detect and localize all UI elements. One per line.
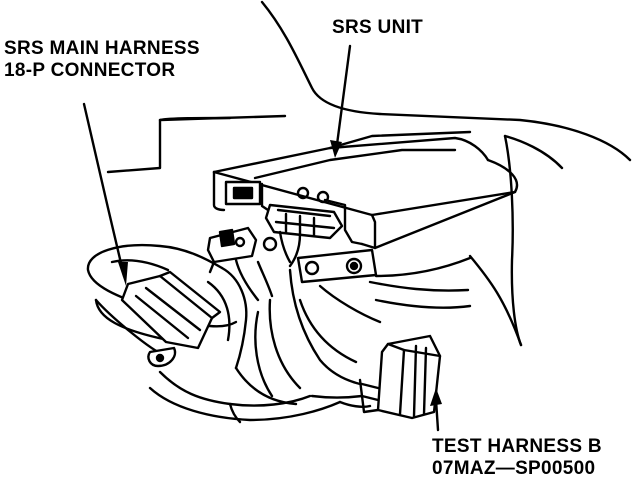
wiring-harness [86, 244, 472, 424]
bracket-connector [206, 226, 258, 274]
arrow-to-test-harness [430, 388, 442, 406]
arrow-to-main-harness [118, 262, 128, 286]
label-line: 07MAZ—SP00500 [432, 458, 596, 479]
label-line: 18-P CONNECTOR [4, 60, 176, 81]
arrow-to-srs-unit [330, 140, 342, 158]
label-line: SRS UNIT [332, 17, 424, 38]
srs-unit-body [212, 130, 519, 250]
leader-lines [82, 44, 440, 432]
vehicle-body-outline [106, 0, 632, 347]
label-line: SRS MAIN HARNESS [4, 38, 200, 59]
label-line: TEST HARNESS B [432, 436, 602, 457]
srs-unit-connector [264, 203, 344, 268]
srs-main-harness-18p-connector [120, 270, 222, 368]
label-test-harness-b: TEST HARNESS B 07MAZ—SP00500 [432, 436, 602, 480]
label-srs-unit: SRS UNIT [332, 17, 423, 39]
label-srs-main-harness: SRS MAIN HARNESS 18-P CONNECTOR [4, 38, 200, 82]
test-harness-b-connector [358, 334, 442, 420]
